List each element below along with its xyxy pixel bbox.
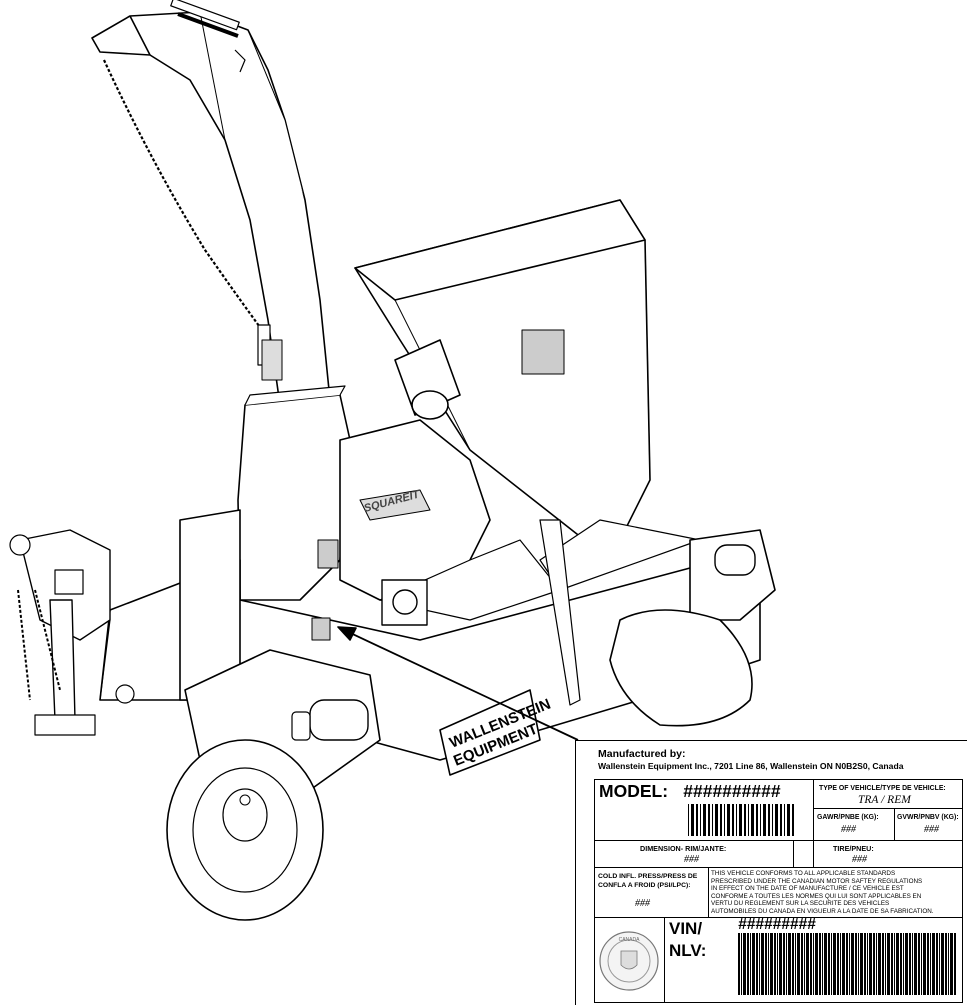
tire-header: TIRE/PNEU: (833, 844, 874, 853)
vin-barcode (738, 933, 956, 995)
hitch-assembly (9, 529, 111, 736)
tire-value: ### (852, 854, 867, 865)
right-fender (689, 529, 776, 621)
manufactured-by: Manufactured by: (598, 748, 686, 760)
conformity-statement: THIS VEHICLE CONFORMS TO ALL APPLICABLE … (711, 870, 934, 915)
rim-header: DIMENSION- RIM/JANTE: (640, 844, 727, 853)
svg-text:CANADA: CANADA (619, 937, 641, 943)
rotor-housing (339, 419, 561, 626)
model-value: ########## (683, 781, 781, 801)
pressure-value: ### (635, 898, 650, 909)
chute-base-housing (237, 339, 351, 601)
label-grid: MODEL: ########## TYPE OF VEHICLE/TYPE D… (594, 779, 963, 1003)
gvwr-header: GVWR/PNBV (KG): (897, 814, 959, 821)
model-barcode (688, 804, 794, 836)
deflector-chain (103, 59, 263, 331)
pressure-header: COLD INFL. PRESS/PRESS DE CONFLA A FROID… (598, 873, 698, 889)
gvwr-value: ### (924, 824, 939, 835)
vehicle-type-header: TYPE OF VEHICLE/TYPE DE VEHICLE: (819, 785, 946, 792)
rim-value: ### (684, 854, 699, 865)
vin-label: VIN/ NLV: (669, 919, 707, 960)
hydraulic-motor (394, 339, 461, 420)
infeed-hopper (354, 199, 651, 561)
discharge-chute (91, 0, 331, 406)
canada-seal-icon: CANADA (599, 931, 659, 991)
gawr-header: GAWR/PNBE (KG): (817, 814, 879, 821)
vehicle-compliance-label: Manufactured by: Wallenstein Equipment I… (575, 740, 967, 1005)
gawr-value: ### (841, 824, 856, 835)
right-wheel (609, 609, 753, 727)
manufacturer-address: Wallenstein Equipment Inc., 7201 Line 86… (598, 761, 904, 771)
model-label: MODEL: (599, 781, 669, 801)
vehicle-type-value: TRA / REM (858, 794, 911, 806)
left-wheel (166, 739, 324, 921)
callout-arrow (337, 626, 579, 741)
vin-value: ######### (738, 916, 816, 933)
